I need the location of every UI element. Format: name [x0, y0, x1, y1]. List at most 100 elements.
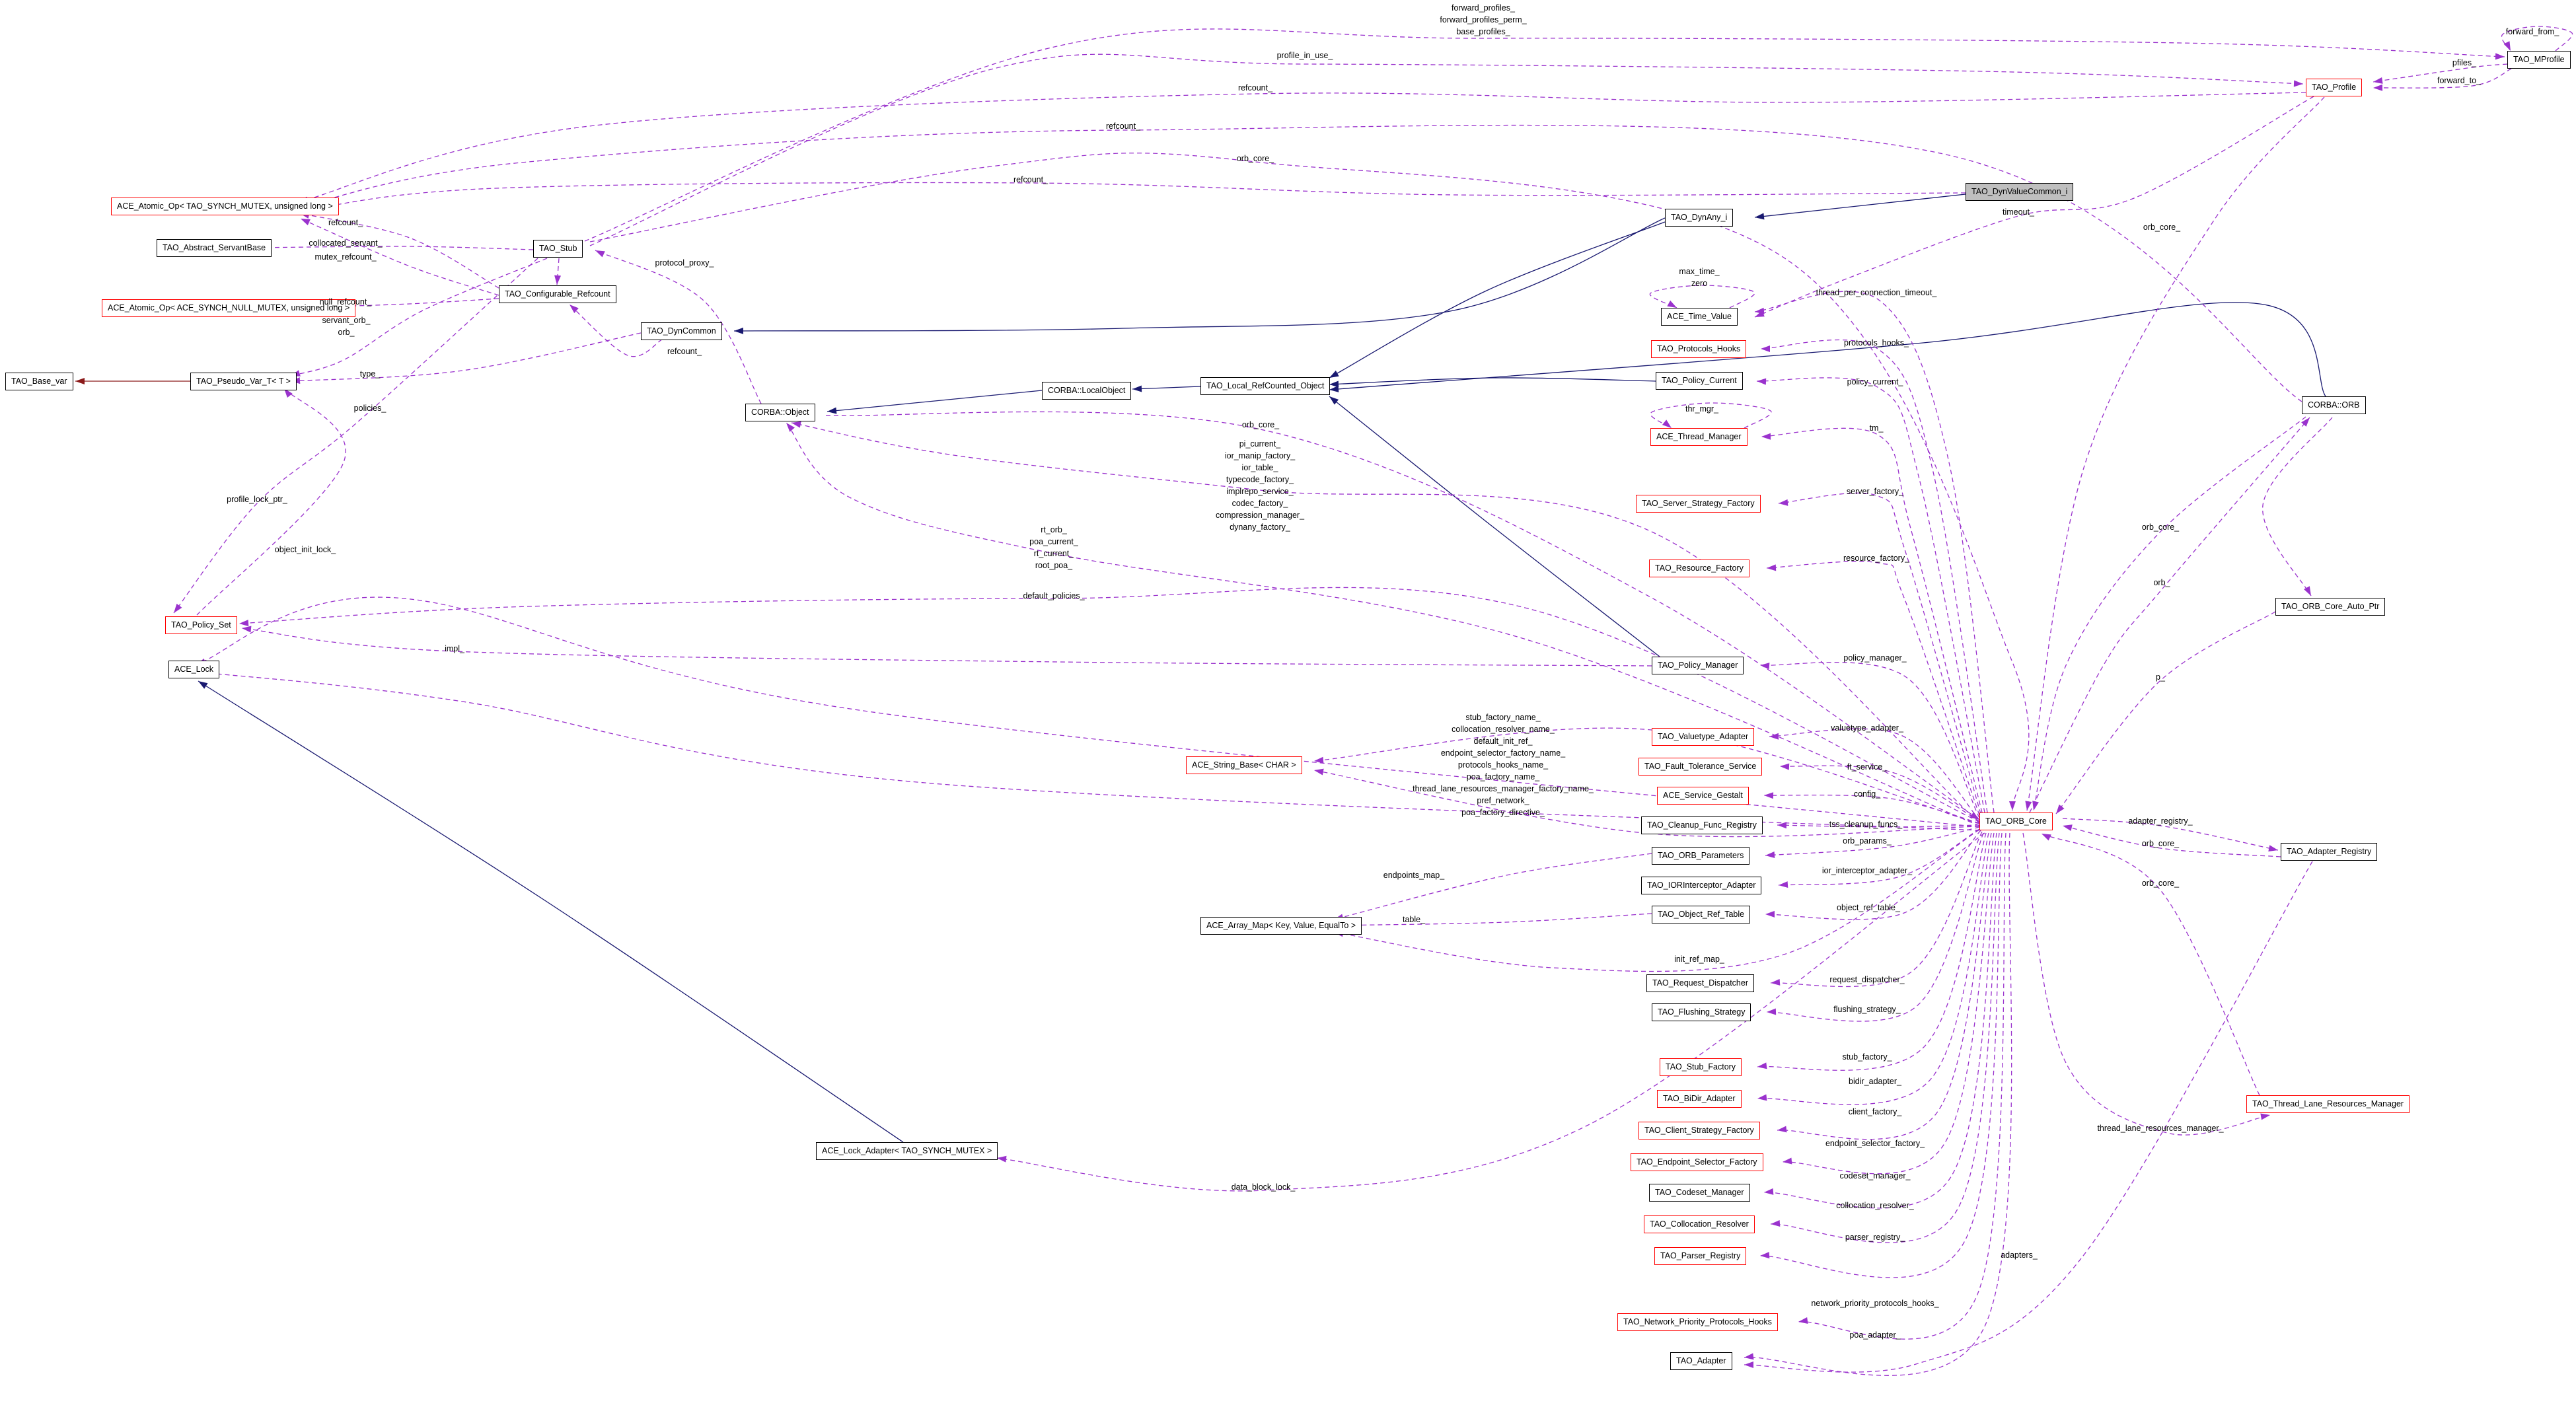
edge — [1763, 794, 1980, 824]
class-node-string_base[interactable]: ACE_String_Base< CHAR > — [1186, 756, 1302, 774]
edge-label: forward_profiles_forward_profiles_perm_b… — [1440, 3, 1527, 36]
edge — [255, 246, 534, 250]
class-node-thread_manager[interactable]: ACE_Thread_Manager — [1650, 428, 1748, 446]
edge-label: orb_core_ — [2141, 839, 2180, 848]
class-node-dyncommon[interactable]: TAO_DynCommon — [641, 322, 722, 340]
class-node-policy_set[interactable]: TAO_Policy_Set — [165, 616, 237, 634]
class-node-parser_registry[interactable]: TAO_Parser_Registry — [1654, 1247, 1747, 1265]
class-node-endpoint_selector[interactable]: TAO_Endpoint_Selector_Factory — [1631, 1153, 1763, 1171]
class-node-policy_manager[interactable]: TAO_Policy_Manager — [1652, 657, 1744, 674]
edge-label: tm_ — [1869, 423, 1884, 433]
edge-label: pi_current_ior_manip_factory_ior_table_t… — [1215, 439, 1305, 532]
arrowhead-icon — [1757, 1062, 1767, 1069]
arrowhead-icon — [284, 388, 293, 398]
edge-label: orb_core_ — [2141, 523, 2180, 532]
class-node-corba_orb[interactable]: CORBA::ORB — [2302, 396, 2366, 414]
class-node-orb_core[interactable]: TAO_ORB_Core — [1979, 813, 2053, 830]
arrowhead-icon — [1777, 1126, 1787, 1133]
class-node-network_priority[interactable]: TAO_Network_Priority_Protocols_Hooks — [1617, 1313, 1778, 1331]
arrowhead-icon — [1761, 433, 1771, 440]
arrowhead-icon — [2032, 801, 2039, 811]
edge-label: stub_factory_ — [1842, 1052, 1892, 1062]
arrowhead-icon — [1329, 385, 1339, 392]
edge — [196, 671, 1980, 831]
edge — [1329, 377, 1656, 385]
class-node-config_refcount[interactable]: TAO_Configurable_Refcount — [499, 285, 616, 303]
class-node-profile[interactable]: TAO_Profile — [2306, 79, 2363, 96]
class-node-abstract_servantbase[interactable]: TAO_Abstract_ServantBase — [157, 239, 272, 257]
class-node-server_strategy[interactable]: TAO_Server_Strategy_Factory — [1636, 495, 1761, 513]
class-node-stub[interactable]: TAO_Stub — [533, 240, 583, 258]
class-node-auto_ptr[interactable]: TAO_ORB_Core_Auto_Ptr — [2275, 598, 2386, 616]
class-node-valuetype_adapter[interactable]: TAO_Valuetype_Adapter — [1652, 728, 1755, 746]
arrowhead-icon — [1760, 663, 1770, 670]
edge-label: tss_cleanup_funcs_ — [1829, 820, 1903, 829]
edge-label: policies_ — [353, 404, 386, 413]
class-node-resource_factory[interactable]: TAO_Resource_Factory — [1649, 560, 1749, 577]
arrowhead-icon — [1779, 499, 1788, 506]
edge — [1756, 377, 1985, 813]
class-node-atomic_null[interactable]: ACE_Atomic_Op< ACE_SYNCH_NULL_MUTEX, uns… — [102, 299, 356, 317]
class-node-localobject[interactable]: CORBA::LocalObject — [1042, 382, 1132, 400]
edge-label: init_ref_map_ — [1674, 955, 1724, 964]
class-node-local_refcounted[interactable]: TAO_Local_RefCounted_Object — [1200, 377, 1331, 395]
class-node-request_dispatcher[interactable]: TAO_Request_Dispatcher — [1646, 974, 1754, 992]
edge-label: flushing_strategy_ — [1833, 1005, 1901, 1014]
class-node-bidir_adapter[interactable]: TAO_BiDir_Adapter — [1657, 1090, 1742, 1108]
class-node-adapter_registry[interactable]: TAO_Adapter_Registry — [2281, 843, 2378, 861]
arrowhead-icon — [1771, 978, 1781, 986]
class-node-dynany[interactable]: TAO_DynAny_i — [1665, 209, 1734, 227]
edge-label: orb_core_ — [1236, 154, 1274, 163]
class-node-protocols_hooks[interactable]: TAO_Protocols_Hooks — [1651, 340, 1747, 358]
arrowhead-icon — [2373, 84, 2383, 91]
class-node-ior_interceptor[interactable]: TAO_IORInterceptor_Adapter — [1641, 877, 1762, 894]
class-node-array_map[interactable]: ACE_Array_Map< Key, Value, EqualTo > — [1200, 917, 1362, 935]
edge — [1754, 194, 1966, 218]
class-node-dynvaluecommon[interactable]: TAO_DynValueCommon_i — [1966, 183, 2074, 201]
class-node-adapter[interactable]: TAO_Adapter — [1670, 1352, 1732, 1370]
class-node-flushing_strategy[interactable]: TAO_Flushing_Strategy — [1652, 1003, 1751, 1021]
class-node-corba_object[interactable]: CORBA::Object — [745, 404, 815, 421]
class-node-atomic_tao[interactable]: ACE_Atomic_Op< TAO_SYNCH_MUTEX, unsigned… — [111, 198, 339, 215]
class-node-service_gestalt[interactable]: ACE_Service_Gestalt — [1657, 787, 1749, 805]
edge — [1329, 221, 1666, 379]
class-node-orb_parameters[interactable]: TAO_ORB_Parameters — [1652, 847, 1750, 865]
edge-label: orb_ — [2153, 578, 2170, 587]
edge-label: valuetype_adapter_ — [1831, 723, 1903, 733]
class-node-stub_factory[interactable]: TAO_Stub_Factory — [1660, 1058, 1742, 1076]
class-node-time_value[interactable]: ACE_Time_Value — [1661, 308, 1738, 326]
edge — [310, 298, 499, 308]
class-node-pseudo_var[interactable]: TAO_Pseudo_Var_T< T > — [190, 373, 297, 390]
edge — [2033, 416, 2306, 811]
edge — [2026, 96, 2325, 811]
class-node-client_strategy[interactable]: TAO_Client_Strategy_Factory — [1638, 1122, 1760, 1140]
edge — [1761, 427, 1983, 813]
class-node-tlrm[interactable]: TAO_Thread_Lane_Resources_Manager — [2246, 1095, 2410, 1113]
arrowhead-icon — [827, 407, 837, 414]
edge — [1770, 831, 1983, 988]
class-node-fault_tolerance[interactable]: TAO_Fault_Tolerance_Service — [1638, 758, 1763, 776]
edge — [2029, 417, 2310, 813]
class-node-lock_adapter[interactable]: ACE_Lock_Adapter< TAO_SYNCH_MUTEX > — [816, 1142, 998, 1160]
class-node-collocation_resolver[interactable]: TAO_Collocation_Resolver — [1644, 1215, 1755, 1233]
class-node-cleanup_func[interactable]: TAO_Cleanup_Func_Registry — [1641, 816, 1763, 834]
class-node-ace_lock[interactable]: ACE_Lock — [168, 661, 220, 678]
arrowhead-icon — [1779, 881, 1788, 888]
edge-label: parser_registry_ — [1845, 1233, 1905, 1242]
edge-label: table_ — [1402, 915, 1426, 924]
edge — [1754, 291, 1995, 813]
class-node-codeset_manager[interactable]: TAO_Codeset_Manager — [1649, 1184, 1750, 1202]
edge — [1778, 828, 1980, 886]
class-node-base_var[interactable]: TAO_Base_var — [5, 373, 73, 390]
arrowhead-icon — [1764, 1188, 1774, 1195]
class-node-mprofile[interactable]: TAO_MProfile — [2507, 51, 2571, 69]
arrowhead-icon — [734, 327, 744, 334]
edge-label: request_dispatcher_ — [1829, 975, 1905, 984]
edge-label: bidir_adapter_ — [1849, 1077, 1901, 1086]
arrowhead-icon — [1777, 822, 1787, 829]
edge — [198, 680, 904, 1143]
class-node-policy_current[interactable]: TAO_Policy_Current — [1656, 372, 1743, 390]
class-node-object_ref_table[interactable]: TAO_Object_Ref_Table — [1652, 906, 1751, 923]
arrowhead-icon — [595, 250, 605, 258]
